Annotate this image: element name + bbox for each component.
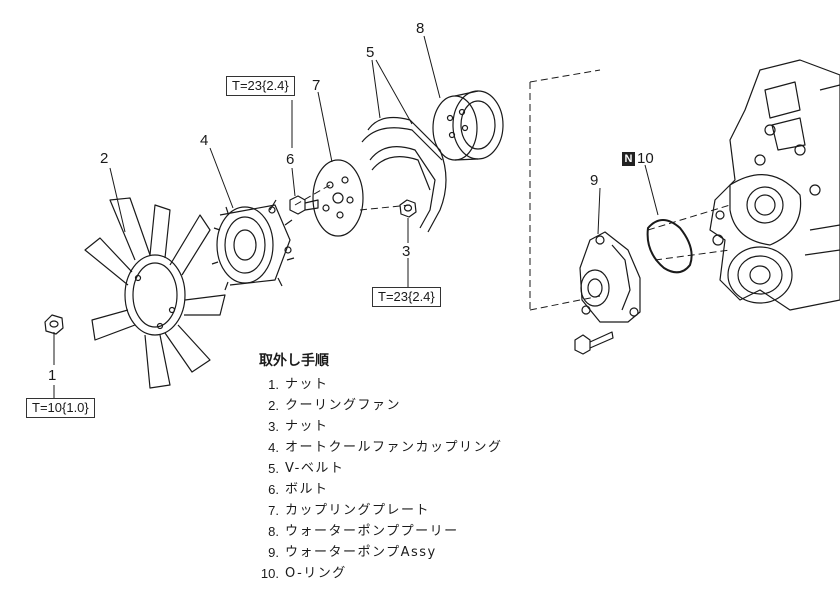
coupling-plate [312,159,364,237]
procedure-step: 10. O-リング [255,563,503,584]
removal-procedure: 取外し手順 1. ナット 2. クーリングファン 3. ナット 4. オートクールファン… [255,350,503,584]
step-number: 9. [268,545,279,560]
bolt-6 [289,195,319,215]
procedure-step: 2. クーリングファン [255,395,503,416]
procedure-step: 6. ボルト [255,479,503,500]
engine-block [709,59,840,311]
procedure-step: 4. オートクールファンカップリング [255,437,503,458]
step-part-name: ウォーターポンプAssy [285,545,437,560]
nut-1 [44,314,64,335]
step-number: 3. [268,419,279,434]
callout-8: 8 [416,20,424,37]
callout-2: 2 [100,150,108,167]
torque-spec-nut-3: T=23{2.4} [372,287,441,307]
new-part-marker: N [622,151,635,166]
callout-6: 6 [286,151,294,168]
cooling-fan [84,197,226,389]
water-pump-pulley [432,90,504,161]
leader-lines [53,35,659,400]
callout-7: 7 [312,77,320,94]
procedure-step: 9. ウォーターポンプAssy [255,542,503,563]
callout-5: 5 [366,44,374,61]
mounting-guide-lines [294,69,731,311]
step-part-name: カップリングプレート [285,503,431,518]
procedure-step: 1. ナット [255,374,503,395]
step-part-name: O-リング [285,566,347,581]
step-part-name: ナット [285,377,329,392]
water-pump-bolt [574,331,614,355]
nut-3 [399,199,417,218]
callout-1: 1 [48,367,56,384]
water-pump-assy [579,231,641,323]
step-part-name: オートクールファンカップリング [285,440,503,455]
step-part-name: ウォーターポンププーリー [285,524,459,539]
step-number: 10. [260,566,279,581]
step-number: 6. [268,482,279,497]
procedure-steps: 1. ナット 2. クーリングファン 3. ナット 4. オートクールファンカップリング… [255,374,503,584]
callout-4: 4 [200,132,208,149]
procedure-step: 8. ウォーターポンププーリー [255,521,503,542]
step-number: 7. [268,503,279,518]
v-belts [361,117,447,233]
callout-3: 3 [402,243,410,260]
procedure-step: 5. V-ベルト [255,458,503,479]
procedure-step: 7. カップリングプレート [255,500,503,521]
step-part-name: ボルト [285,482,329,497]
fan-coupling [211,199,295,291]
procedure-title: 取外し手順 [259,353,329,369]
step-part-name: ナット [285,419,329,434]
step-number: 4. [268,440,279,455]
callout-10-new-part-badge: N 10 [622,150,654,167]
step-number: 2. [268,398,279,413]
step-part-name: クーリングファン [285,398,402,413]
o-ring [646,219,693,274]
step-number: 8. [268,524,279,539]
callout-9: 9 [590,172,598,189]
step-number: 1. [268,377,279,392]
callout-labels: 1 2 3 4 5 6 7 8 9 [48,20,598,384]
step-part-name: V-ベルト [285,461,345,476]
procedure-step: 3. ナット [255,416,503,437]
callout-10: 10 [637,150,654,167]
torque-spec-nut-1: T=10{1.0} [26,398,95,418]
step-number: 5. [268,461,279,476]
torque-spec-bolt-6: T=23{2.4} [226,76,295,96]
